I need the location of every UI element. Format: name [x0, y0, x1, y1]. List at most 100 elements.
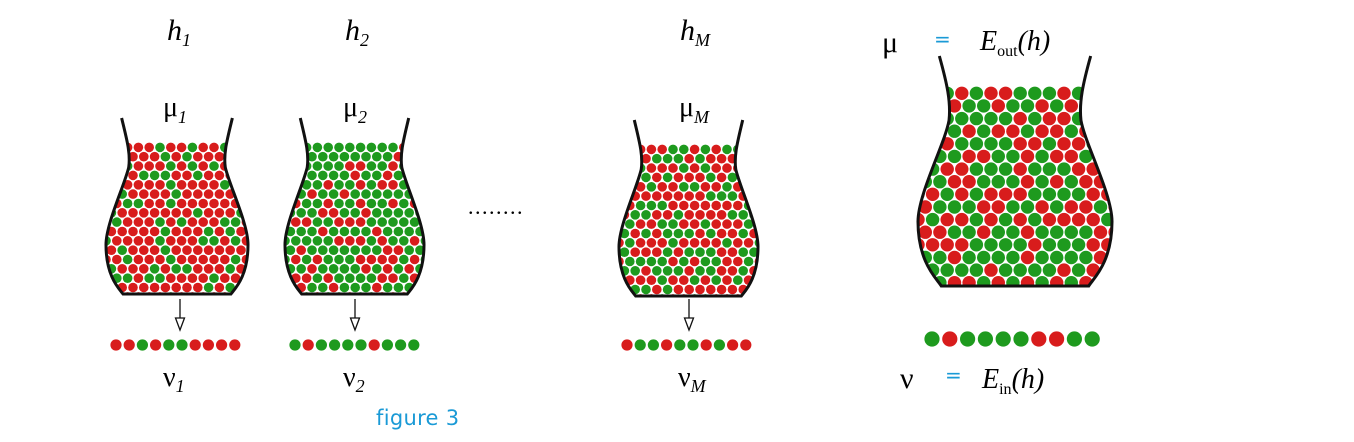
marble	[998, 111, 1013, 126]
marble	[241, 180, 248, 190]
marble	[657, 256, 667, 267]
marble	[673, 228, 684, 239]
marble	[323, 180, 334, 190]
marble	[918, 111, 925, 126]
marble	[128, 208, 138, 218]
marble	[339, 151, 350, 162]
marble	[695, 228, 705, 239]
sample-marble	[189, 339, 201, 351]
marble	[291, 254, 301, 265]
marble	[1064, 276, 1079, 286]
marble	[361, 264, 371, 274]
marble	[139, 151, 149, 162]
marble	[420, 292, 424, 294]
sample-marble	[740, 339, 752, 351]
marble	[1057, 86, 1071, 101]
marble	[722, 163, 732, 173]
marble	[711, 200, 721, 211]
marble	[668, 182, 678, 192]
marble	[393, 226, 404, 237]
marble	[679, 200, 689, 211]
marble	[209, 180, 219, 190]
marble	[646, 200, 657, 211]
marble	[1042, 137, 1057, 151]
marble	[700, 238, 711, 248]
marble	[925, 187, 940, 201]
marble	[155, 198, 165, 209]
marble	[619, 153, 630, 164]
marble	[393, 264, 404, 274]
marble	[187, 180, 198, 190]
marble	[716, 172, 727, 183]
marble	[350, 264, 361, 274]
marble	[984, 187, 998, 201]
marble	[285, 189, 296, 199]
marble	[209, 273, 219, 284]
marble	[220, 273, 230, 284]
marble	[187, 161, 198, 171]
nu-label-1: ν1	[163, 362, 185, 396]
marble	[1013, 162, 1027, 176]
sample-marble	[315, 339, 327, 351]
marble	[106, 161, 111, 171]
marble	[399, 198, 409, 209]
marble	[155, 180, 165, 190]
ellipsis: ........	[468, 194, 524, 219]
marble	[285, 151, 296, 162]
marble	[1013, 86, 1027, 101]
marble-fill-M	[619, 144, 758, 296]
marble	[947, 175, 962, 189]
marble	[689, 163, 700, 173]
marble	[415, 170, 424, 181]
marble	[716, 247, 727, 257]
marble	[635, 182, 646, 192]
marble	[220, 217, 230, 227]
sample-M	[621, 339, 752, 351]
marble	[214, 245, 225, 255]
marble	[372, 264, 382, 274]
marble	[641, 284, 651, 295]
marble	[1042, 187, 1057, 201]
sample-marble	[342, 339, 354, 351]
marble	[230, 236, 241, 246]
marble	[312, 254, 323, 265]
marble	[1035, 124, 1049, 138]
marble	[198, 217, 208, 227]
marble	[969, 187, 984, 201]
marble	[230, 142, 241, 153]
marble	[652, 153, 662, 164]
bin-2: h2 μ2 ν2	[283, 14, 426, 396]
marble	[940, 187, 954, 201]
marble	[1086, 111, 1100, 126]
marble	[133, 254, 144, 265]
marble	[1035, 276, 1049, 286]
marble	[166, 273, 176, 284]
marble	[328, 151, 339, 162]
marble	[106, 245, 117, 255]
marble	[176, 254, 187, 265]
marble	[722, 238, 732, 248]
marble	[706, 266, 716, 276]
marble	[149, 151, 160, 162]
sample-marble	[368, 339, 380, 351]
marble	[991, 175, 1005, 189]
marble	[940, 263, 954, 277]
marble	[679, 163, 689, 173]
marble	[128, 170, 138, 181]
marble	[318, 226, 328, 237]
marble	[323, 254, 334, 265]
marble	[334, 180, 344, 190]
marble	[689, 182, 700, 192]
marble	[695, 266, 705, 276]
marble	[345, 236, 355, 246]
marble	[947, 225, 962, 239]
marble	[139, 264, 149, 274]
bin-M: hM μM νM	[617, 14, 760, 396]
sample-marble	[163, 339, 175, 351]
marble	[679, 219, 689, 229]
marble	[727, 172, 738, 183]
sample-marble	[942, 331, 958, 347]
marble	[1013, 111, 1027, 126]
sample-marble	[216, 339, 228, 351]
marble	[673, 247, 684, 257]
